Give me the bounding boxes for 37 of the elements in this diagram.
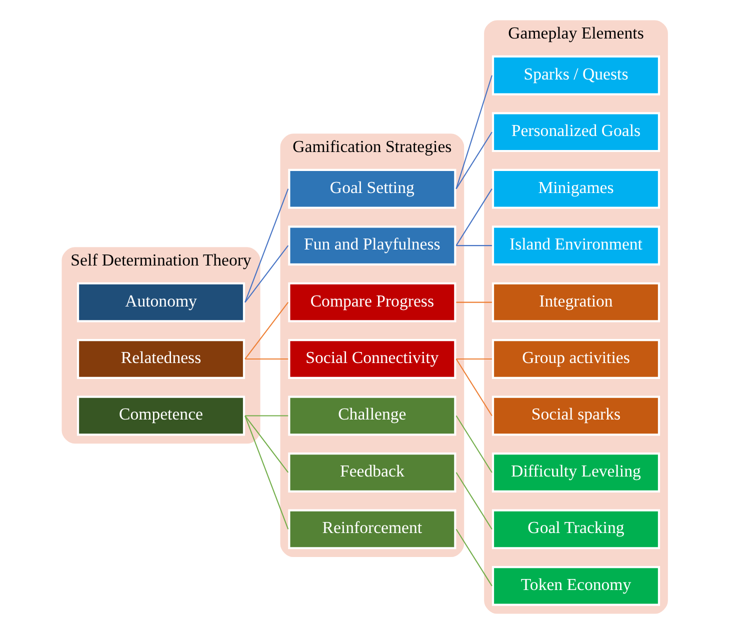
connector	[244, 302, 289, 360]
node-box: Compare Progress	[288, 282, 456, 322]
node-box: Sparks / Quests	[492, 55, 660, 96]
node-box: Group activities	[492, 339, 660, 379]
connector	[456, 188, 492, 246]
connector	[245, 358, 288, 360]
node-box: Minigames	[492, 168, 660, 209]
node-box: Relatedness	[76, 339, 246, 379]
node-box: Competence	[76, 396, 246, 436]
node-box: Reinforcement	[288, 509, 456, 550]
node-box: Fun and Playfulness	[288, 226, 456, 266]
node-box: Personalized Goals	[492, 112, 660, 152]
node-box: Difficulty Leveling	[492, 452, 660, 492]
connector	[456, 358, 492, 360]
node-box: Island Environment	[492, 226, 660, 266]
node-box: Challenge	[288, 396, 456, 436]
connector	[244, 188, 289, 302]
connector	[245, 415, 288, 416]
connector	[456, 245, 492, 246]
connector	[244, 415, 289, 473]
node-box: Social sparks	[492, 396, 660, 436]
connector	[456, 75, 492, 189]
connector	[456, 528, 492, 586]
node-box: Token Economy	[492, 566, 660, 606]
node-box: Autonomy	[76, 282, 246, 322]
node-box: Feedback	[288, 452, 456, 492]
connector	[456, 132, 492, 190]
node-box: Goal Setting	[288, 168, 456, 209]
connector	[456, 472, 492, 530]
connector	[244, 245, 289, 303]
connector	[456, 358, 492, 416]
node-box: Goal Tracking	[492, 509, 660, 550]
connector	[456, 415, 492, 473]
node-box: Integration	[492, 282, 660, 322]
connector	[244, 416, 289, 530]
connector	[456, 302, 492, 303]
node-box: Social Connectivity	[288, 339, 456, 379]
